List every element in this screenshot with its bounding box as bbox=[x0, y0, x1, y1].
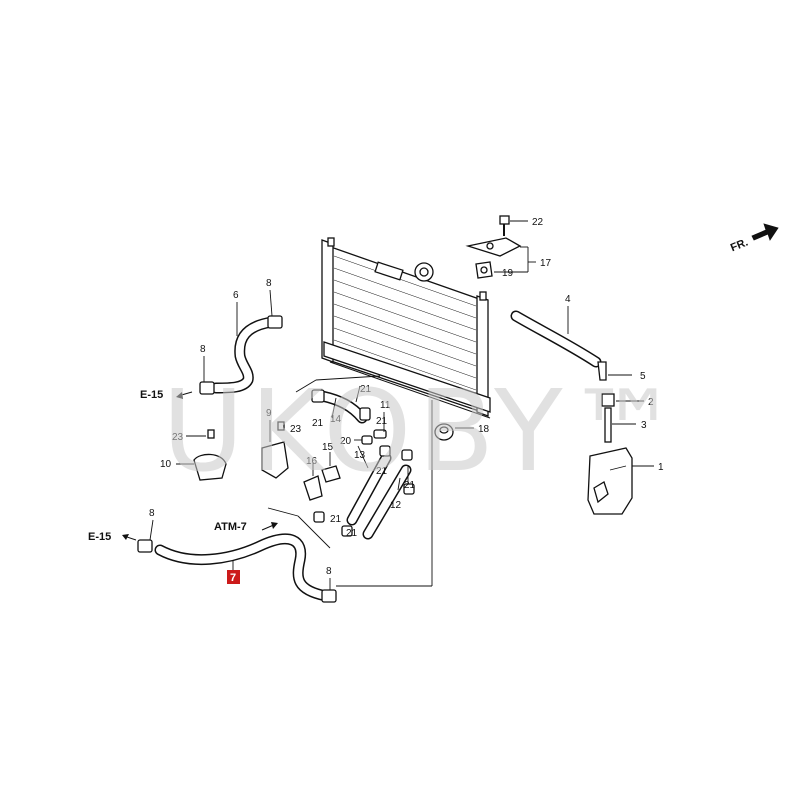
callout-21-b: 21 bbox=[312, 418, 324, 429]
small-hoses-and-clips bbox=[193, 389, 415, 540]
callout-21-c: 21 bbox=[376, 416, 388, 427]
callout-21-f: 21 bbox=[330, 514, 342, 525]
callout-3: 3 bbox=[641, 420, 647, 431]
callout-10: 10 bbox=[160, 459, 172, 470]
callout-23-right: 23 bbox=[290, 424, 302, 435]
watermark: UKOBY™ bbox=[162, 367, 687, 497]
arrow-right-icon bbox=[751, 223, 779, 241]
reserve-tank-assembly bbox=[510, 310, 633, 515]
callout-17: 17 bbox=[540, 258, 552, 269]
drain-plug bbox=[434, 423, 454, 441]
reference-e15-lower: E-15 bbox=[88, 531, 111, 543]
reference-atm7: ATM-7 bbox=[214, 521, 247, 533]
highlighted-part-number: 7 bbox=[230, 572, 236, 584]
front-direction-indicator: FR. bbox=[729, 223, 779, 254]
callout-8-upper: 8 bbox=[266, 278, 272, 289]
callout-22: 22 bbox=[532, 217, 544, 228]
callout-8-bottom: 8 bbox=[326, 566, 332, 577]
highlighted-callout-7: 7 bbox=[227, 560, 240, 584]
callout-21-d: 21 bbox=[376, 466, 388, 477]
radiator bbox=[321, 237, 491, 419]
callout-21-g: 21 bbox=[346, 528, 358, 539]
callout-4: 4 bbox=[565, 294, 571, 305]
callout-8-bottom-left: 8 bbox=[149, 508, 155, 519]
callout-18: 18 bbox=[478, 424, 490, 435]
callout-8-left: 8 bbox=[200, 344, 206, 355]
lower-radiator-hose bbox=[137, 533, 337, 603]
callout-15: 15 bbox=[322, 442, 334, 453]
callout-1: 1 bbox=[658, 462, 664, 473]
callout-5: 5 bbox=[640, 371, 646, 382]
callout-12: 12 bbox=[390, 500, 402, 511]
callout-14: 14 bbox=[330, 414, 342, 425]
callout-11: 11 bbox=[380, 400, 391, 411]
callout-21-e: 21 bbox=[404, 480, 416, 491]
leader-lines bbox=[149, 220, 654, 590]
callout-16: 16 bbox=[306, 456, 318, 467]
callout-2: 2 bbox=[648, 397, 654, 408]
callout-9: 9 bbox=[266, 408, 272, 419]
direction-label: FR. bbox=[729, 236, 750, 254]
callout-19: 19 bbox=[502, 268, 514, 279]
callout-13: 13 bbox=[354, 450, 366, 461]
bracket-assembly bbox=[465, 215, 522, 279]
callout-20: 20 bbox=[340, 436, 352, 447]
callout-23-left: 23 bbox=[172, 432, 184, 443]
callout-21-a: 21 bbox=[360, 384, 372, 395]
reference-arrows bbox=[122, 391, 278, 541]
callout-6: 6 bbox=[233, 290, 239, 301]
upper-radiator-hose bbox=[199, 315, 283, 395]
reference-e15-upper: E-15 bbox=[140, 389, 163, 401]
